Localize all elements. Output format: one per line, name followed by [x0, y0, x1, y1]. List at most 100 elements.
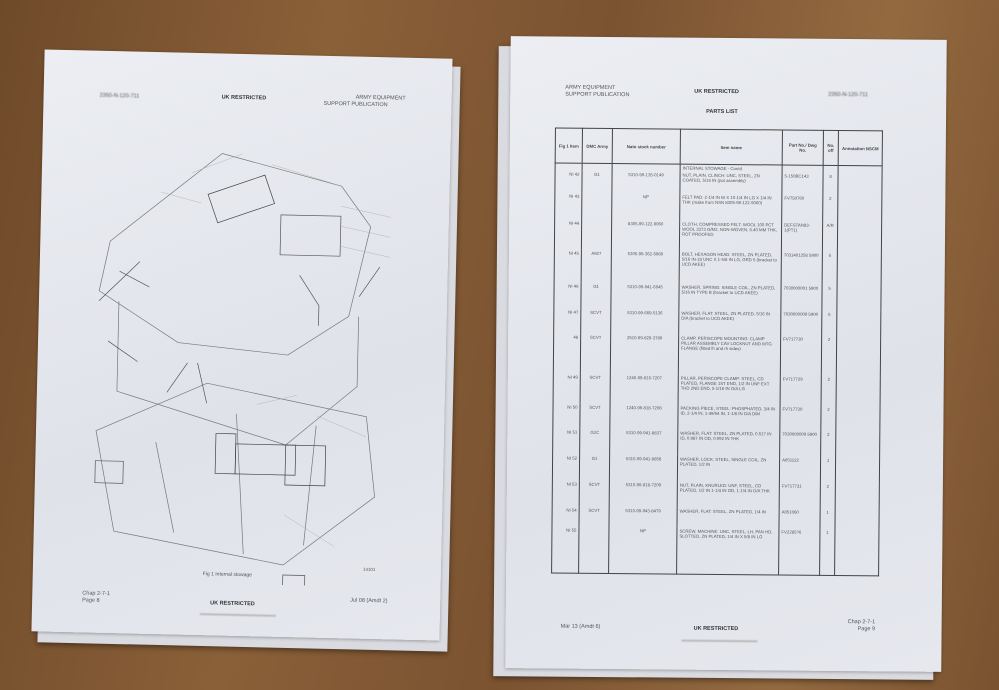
- left-footer-page: Page 8: [82, 597, 100, 604]
- nato-stock-number: 2510-99-829-3789: [610, 333, 679, 375]
- number-off: 1: [820, 456, 836, 483]
- figure-caption: Fig 1 Internal stowage: [202, 571, 253, 579]
- number-off: 1: [819, 508, 836, 529]
- right-footer-page: Page 9: [857, 626, 876, 633]
- nato-stock-number: 5310-99-669-5136: [610, 308, 679, 335]
- dmc-army: [581, 192, 612, 220]
- right-page: ARMY EQUIPMENT SUPPORT PUBLICATION UK RE…: [505, 36, 947, 672]
- annotation: [837, 251, 882, 286]
- number-off: 1: [819, 528, 835, 575]
- annotation: [835, 482, 880, 510]
- left-page: 2350-N-120-711 UK RESTRICTED ARMY EQUIPM…: [31, 49, 453, 641]
- part-number: 7030000009 5900: [779, 430, 821, 457]
- number-off: 2: [821, 335, 837, 376]
- number-off: 8: [822, 172, 839, 195]
- nato-stock-number: 8305-99-122-9060: [611, 219, 680, 251]
- dmc-army: SCVT: [579, 403, 611, 429]
- item-name: PILLAR, PERISCOPE CLAMP: STEEL, CD PLATE…: [678, 374, 781, 406]
- fig-item: NI 46: [553, 282, 582, 309]
- fig-item: 48: [553, 333, 581, 374]
- right-footer-website-blur: [681, 639, 758, 643]
- dmc-army: SCVT: [579, 480, 610, 507]
- fig-item: NI 51: [552, 428, 580, 455]
- right-footer-classification: UK RESTRICTED: [693, 625, 739, 633]
- dmc-army: [581, 219, 612, 250]
- annotation: [835, 405, 881, 432]
- item-name: SCREW, MACHINE: UNC, STEEL, LH, PAN HD, …: [676, 527, 779, 575]
- dmc-army: G1C: [579, 428, 610, 455]
- number-off: 2: [820, 405, 837, 431]
- dmc-army: G1: [580, 282, 612, 309]
- column-header: DMC Army: [582, 128, 613, 164]
- part-number: 5-150BC143: [781, 172, 824, 195]
- part-number: 7030000001 5900: [780, 284, 823, 311]
- fig-item: NI 49: [553, 373, 581, 404]
- nato-stock-number: 5310-99-941-8837: [609, 428, 678, 456]
- column-header: No. off: [823, 130, 839, 166]
- right-header-classification: UK RESTRICTED: [694, 88, 739, 96]
- item-name: NUT, PLAIN, CLINCH: UNC, STEEL, ZN COATE…: [679, 171, 783, 195]
- annotation: [836, 375, 881, 407]
- left-header-classification: UK RESTRICTED: [221, 94, 267, 102]
- dmc-army: A927: [581, 249, 612, 283]
- fig-item: NI 54: [551, 506, 580, 527]
- annotation: [836, 310, 881, 337]
- nato-stock-number: 5305-99-362-6989: [611, 249, 680, 284]
- annotation: [834, 528, 879, 576]
- nato-stock-number: NP: [608, 526, 677, 574]
- dmc-army: G1: [581, 170, 613, 193]
- nato-stock-number: 5310-99-941-6645: [610, 282, 680, 310]
- left-footer-website-blur: [199, 613, 276, 617]
- nato-stock-number: 1240-99-816-7207: [610, 373, 679, 405]
- parts-list-title: PARTS LIST: [706, 108, 738, 116]
- dmc-army: SCVT: [580, 373, 611, 404]
- column-header: Annotation NSCM: [838, 130, 883, 166]
- dmc-army: SCVT: [580, 333, 611, 374]
- column-header: Fig 1 Item: [555, 128, 583, 164]
- item-name: NUT, PLAIN, KNURLED: UNF, STEEL, CD PLAT…: [677, 481, 780, 509]
- annotation: [835, 430, 880, 458]
- part-number: A051122: [779, 456, 821, 483]
- dmc-army: G1: [579, 454, 610, 481]
- number-off: 5: [821, 310, 837, 336]
- fig-item: NI 55: [551, 526, 579, 573]
- nato-stock-number: 5310-99-135-0149: [611, 170, 681, 194]
- part-number: FV717730: [780, 335, 822, 376]
- left-footer-chapter: Chap 2-7-1: [82, 590, 110, 598]
- fig-item: NI 43: [554, 192, 582, 220]
- number-off: 2: [821, 375, 837, 406]
- fig-item: NI 52: [552, 454, 580, 481]
- number-off: A/R: [822, 221, 838, 252]
- left-header-publication-1: ARMY EQUIPMENT: [355, 94, 406, 102]
- fig-item: NI 42: [554, 170, 583, 193]
- fig-item: NI 53: [552, 480, 580, 507]
- right-footer-chapter: Chap 2-7-1: [847, 619, 876, 626]
- part-number: FV750760: [781, 194, 823, 222]
- nato-stock-number: 1240-99-818-7208: [609, 403, 679, 430]
- annotation: [834, 508, 880, 530]
- part-number: A051060: [778, 508, 821, 529]
- item-name: WASHER, SPRING: SINGLE COIL, ZN PLATED, …: [678, 283, 782, 311]
- fig-item: NI 47: [553, 308, 581, 334]
- dmc-army: SCVT: [580, 308, 611, 334]
- right-footer-amendment: Mar 13 (Amdt 6): [560, 623, 601, 630]
- part-number: FV2285?6: [778, 528, 820, 575]
- annotation: [835, 456, 880, 484]
- item-name: BOLT, HEXAGON HEAD: STEEL, ZN PLATED, 5/…: [679, 250, 782, 285]
- internal-stowage-diagram: [94, 153, 391, 589]
- annotation: [836, 335, 881, 377]
- dmc-army: SCVT: [578, 506, 610, 527]
- number-off: 2: [822, 194, 838, 222]
- fig-item: NI 50: [552, 403, 581, 429]
